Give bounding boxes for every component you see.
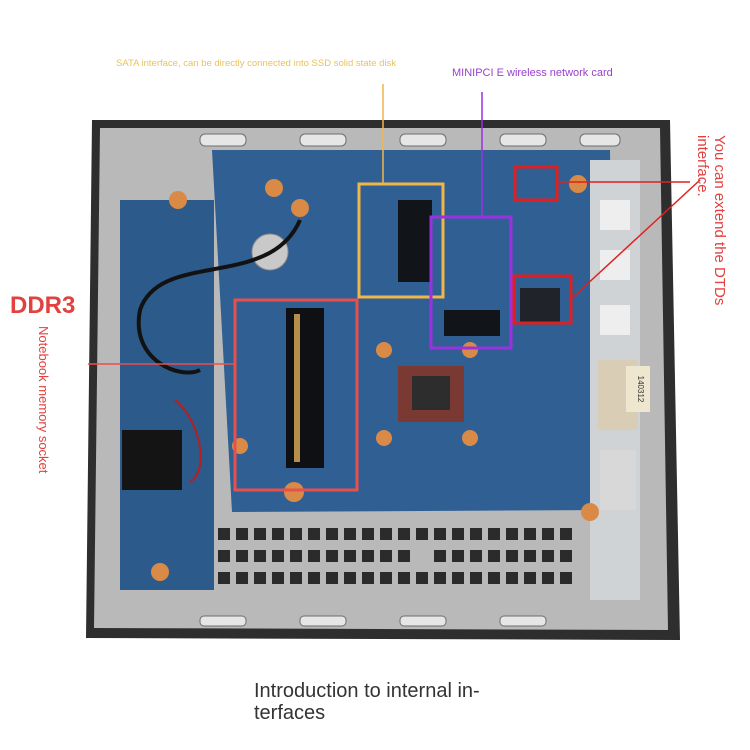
dtds-interface-label: You can extend the DTDs interface. bbox=[694, 135, 728, 306]
ddr3-label: DDR3 bbox=[10, 292, 76, 319]
dtds-highlight-box-top bbox=[513, 165, 559, 202]
minipci-label: MINIPCI E wireless network card bbox=[452, 67, 613, 79]
sata-highlight-box bbox=[357, 182, 445, 299]
notebook-memory-socket-label: Notebook memory socket bbox=[36, 326, 51, 474]
dtds-leader-line-bottom bbox=[570, 179, 701, 300]
sata-interface-label: SATA interface, can be directly connecte… bbox=[116, 58, 397, 69]
minipci-highlight-box bbox=[429, 215, 513, 350]
page-caption: Introduction to internal in-terfaces bbox=[254, 680, 480, 724]
sticker-number: 140312 bbox=[636, 376, 645, 403]
motherboard bbox=[136, 150, 640, 600]
dtds-highlight-box-bottom bbox=[512, 274, 573, 325]
ddr3-highlight-box bbox=[233, 298, 359, 492]
